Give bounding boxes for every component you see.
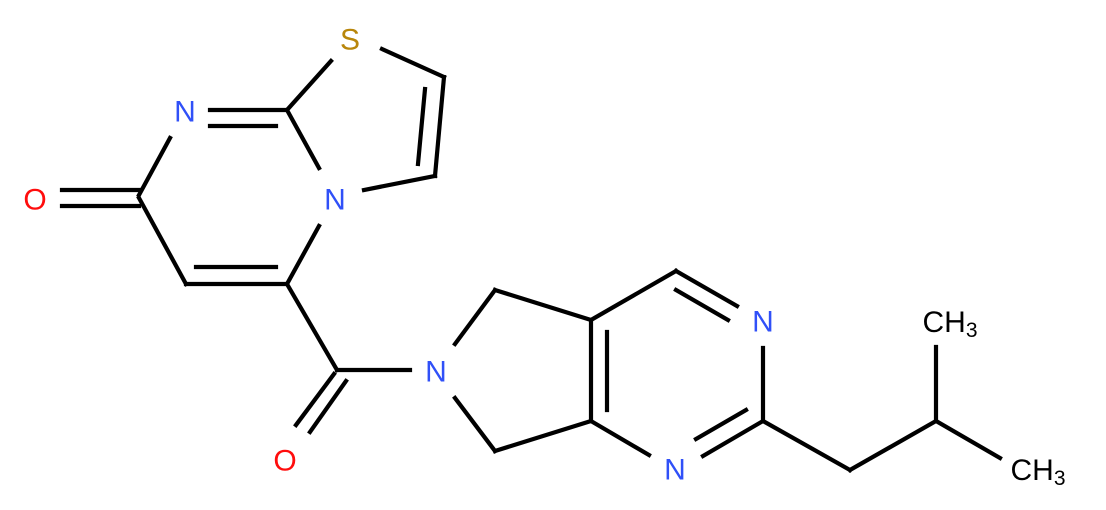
bond-n-co (136, 135, 173, 198)
bonds (59, 46, 1003, 473)
oxygen-label-amide: O (273, 445, 296, 478)
bond-ch-n (361, 173, 438, 193)
atom-labels: S N N O O N N N CH3 CH3 (23, 24, 1065, 490)
bond-c-amide (284, 281, 340, 373)
bond-amide-o-a (293, 371, 337, 428)
bond-c-nbridge2 (284, 223, 322, 287)
methyl-label-top: CH3 (922, 306, 977, 342)
bond-ch-ch-inner (415, 86, 428, 167)
bond-c-ch (588, 268, 679, 323)
nitrogen-label-bridge: N (324, 184, 346, 217)
bond-ch-n-double (673, 268, 740, 309)
bond-c-nbot (588, 418, 652, 458)
bond-co-ch (136, 195, 189, 287)
methyl-bottom-subscript: 3 (1054, 467, 1066, 490)
bond-ch-ch3-bot (933, 418, 1003, 461)
methyl-label-bottom: CH3 (1010, 454, 1065, 490)
oxygen-label-keto: O (23, 184, 46, 217)
bond-c2-n-double (700, 418, 766, 459)
methyl-top-ch: CH (922, 306, 965, 339)
bond-ch-ch-double (432, 74, 447, 179)
bond-c2-ch2 (760, 418, 853, 473)
nitrogen-label-pyrroline: N (425, 356, 447, 389)
nitrogen-label-pyrimidinone: N (174, 96, 196, 129)
bond-ch2-c-top (492, 287, 594, 323)
nitrogen-label-pyrimidine-top: N (752, 306, 774, 339)
methyl-bottom-ch: CH (1010, 454, 1053, 487)
bond-ch2-c-bot (492, 418, 594, 454)
bond-n-ch2-bot (452, 395, 498, 454)
nitrogen-label-pyrimidine-bottom: N (664, 454, 686, 487)
bond-ch-n-inner (673, 287, 731, 323)
bond-s-ch (379, 46, 447, 80)
bond-n-ch2-top (452, 287, 498, 347)
bond-s-c (284, 58, 334, 113)
sulfur-label: S (340, 24, 360, 57)
bond-amide-o-b (307, 378, 349, 435)
bond-c2-n-inner (693, 407, 749, 442)
methyl-top-subscript: 3 (966, 319, 978, 342)
bond-c-nbridge (284, 107, 322, 171)
bond-ch2-ch (847, 418, 939, 473)
